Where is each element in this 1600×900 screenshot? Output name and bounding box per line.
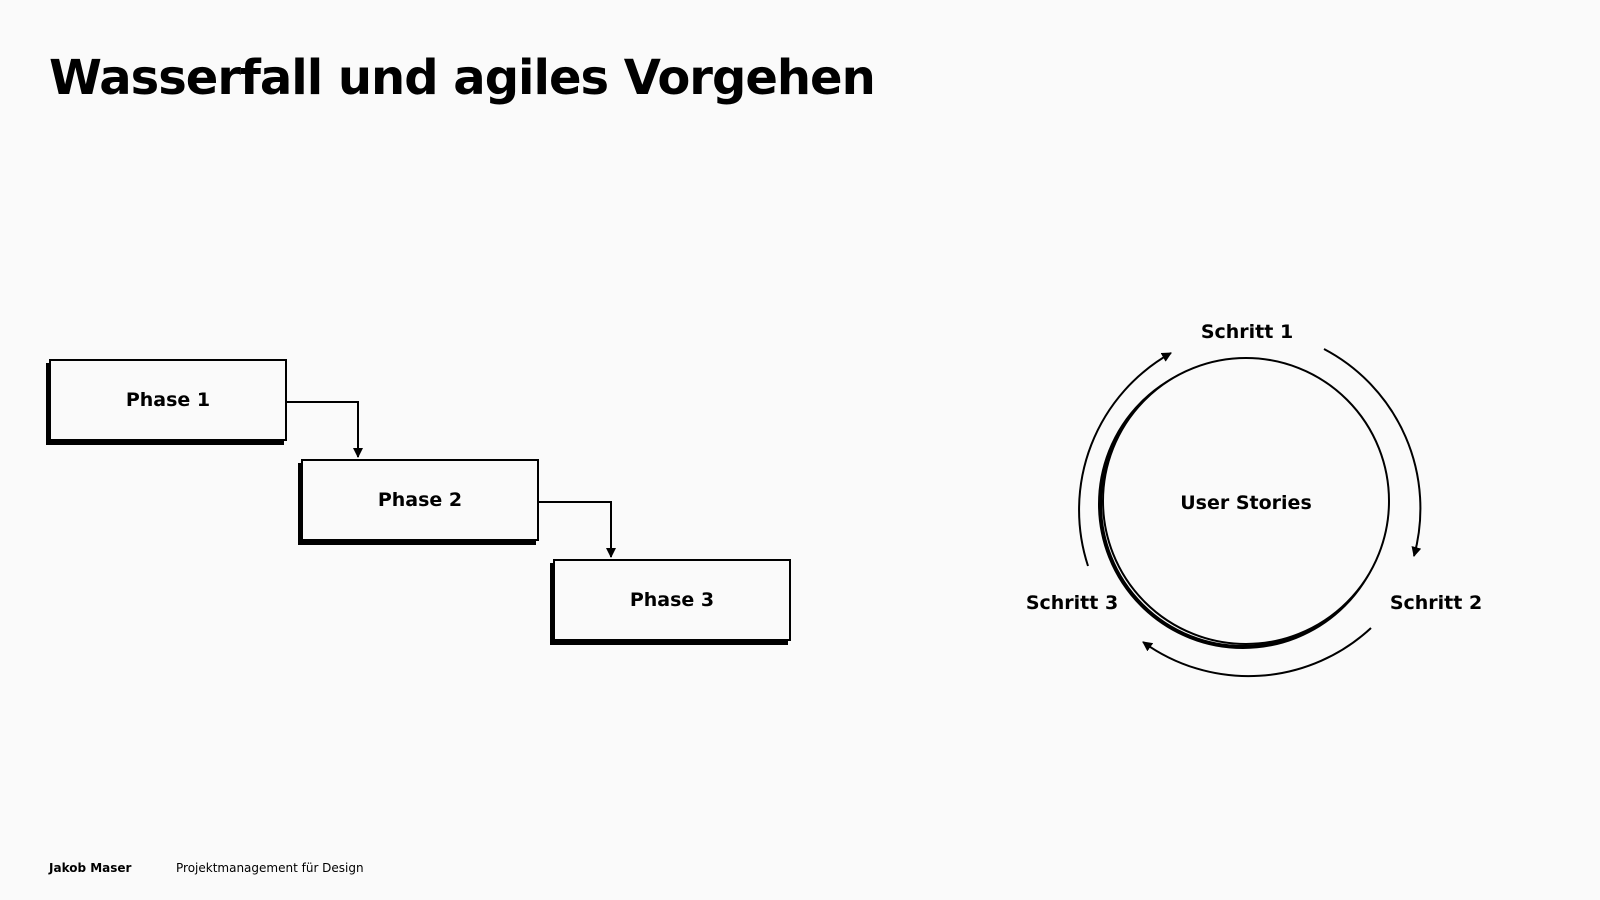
phase-1-box: Phase 1 [49,359,287,441]
step-1-label: Schritt 1 [1200,321,1294,343]
cycle-arrow-3-to-1 [1078,352,1172,567]
arrow-phase-2-to-3 [539,501,616,558]
phase-2-box: Phase 2 [301,459,539,541]
cycle-arrow-1-to-2 [1323,348,1422,557]
step-3-label: Schritt 3 [1025,592,1119,614]
arrow-phase-1-to-2 [287,401,363,458]
footer-author: Jakob Maser [49,861,132,875]
user-stories-circle [1102,357,1390,645]
user-stories-label: User Stories [1180,492,1312,514]
slide-title: Wasserfall und agiles Vorgehen [49,50,876,106]
footer-course: Projektmanagement für Design [176,861,364,875]
step-2-label: Schritt 2 [1389,592,1483,614]
phase-3-box: Phase 3 [553,559,791,641]
cycle-arrow-2-to-3 [1142,627,1372,678]
